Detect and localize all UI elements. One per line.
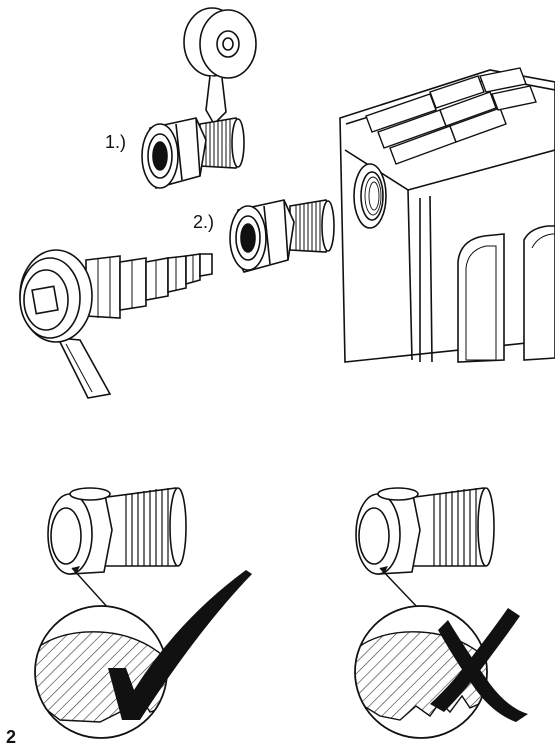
- step-1-label: 1.): [105, 132, 127, 152]
- step-2-label: 2.): [193, 212, 215, 232]
- adapter-nipple-incorrect: [355, 487, 495, 575]
- spool-icon: [183, 7, 257, 126]
- cross-icon: [430, 608, 528, 722]
- first-adapter-nipple: [141, 117, 245, 189]
- stepped-wrench-tool: [19, 249, 213, 399]
- checkmark-icon: [108, 570, 252, 720]
- figure-number: 2: [6, 727, 17, 747]
- adapter-nipple-correct: [47, 487, 187, 575]
- radiator-section: [339, 67, 555, 363]
- second-adapter-nipple: [229, 199, 335, 273]
